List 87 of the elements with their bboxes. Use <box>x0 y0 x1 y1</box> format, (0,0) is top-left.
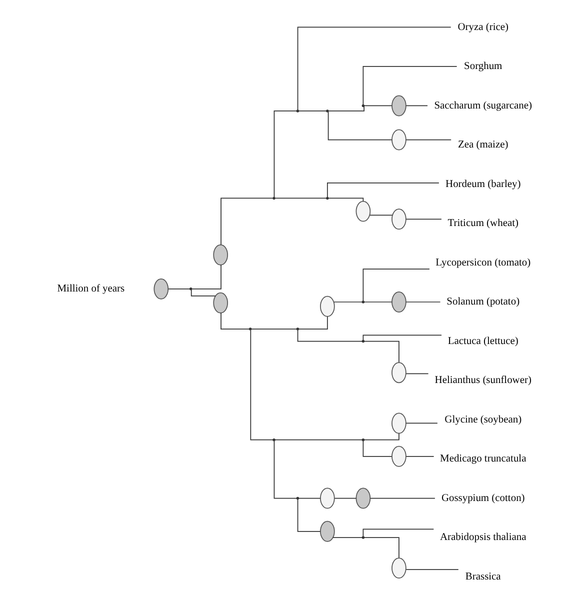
connector <box>334 498 356 499</box>
node-point <box>361 104 364 108</box>
node-text: Brassica <box>464 571 500 582</box>
connector <box>296 330 362 342</box>
node-text: Lactuca (lettuce) <box>447 336 518 347</box>
connector <box>220 312 249 330</box>
connector <box>363 105 392 106</box>
node-oval <box>391 446 406 467</box>
connector <box>362 440 392 457</box>
connector <box>298 316 328 330</box>
connector <box>363 537 399 558</box>
node-point <box>361 438 364 442</box>
node-point <box>326 110 328 112</box>
node-point <box>188 288 192 290</box>
connector <box>405 139 451 140</box>
node-point <box>361 340 364 343</box>
connector <box>405 218 442 220</box>
connector <box>250 330 273 440</box>
node-oval <box>355 488 370 509</box>
node-text: Helianthus (sunflower) <box>434 375 531 386</box>
node-point <box>272 196 275 200</box>
node-text: Lycopersicon (tomato) <box>435 257 530 268</box>
node-point <box>326 196 328 200</box>
connector <box>296 498 320 532</box>
node-point <box>296 496 299 500</box>
connector <box>363 340 399 363</box>
node-oval <box>391 292 406 312</box>
node-text: Hordeum (barley) <box>445 178 520 190</box>
node-text: Medicago truncatula <box>440 454 526 465</box>
node-text: Saccharum (sugarcane) <box>434 100 532 112</box>
connector <box>368 214 392 216</box>
node-point <box>272 438 275 442</box>
connector <box>298 498 320 499</box>
connector <box>362 334 442 341</box>
connector <box>363 433 399 440</box>
node-oval <box>320 520 334 542</box>
node-oval <box>391 558 406 578</box>
connector <box>273 440 297 499</box>
connector <box>362 268 430 302</box>
node-oval <box>212 292 228 314</box>
connector <box>327 111 392 140</box>
connector <box>220 198 273 246</box>
connector <box>405 422 438 424</box>
node-oval <box>355 200 370 222</box>
connector <box>328 106 364 112</box>
node-oval <box>391 129 406 150</box>
connector <box>298 110 326 112</box>
node-point <box>361 300 364 304</box>
connector <box>274 198 326 199</box>
node-text: Glycine (soybean) <box>444 414 522 426</box>
node-point <box>361 536 364 539</box>
connector <box>362 528 434 537</box>
node-text: Arabidopsis thaliana <box>440 532 526 544</box>
node-text: Oryza (rice) <box>457 22 508 33</box>
connector <box>296 26 451 110</box>
node-point <box>248 328 252 330</box>
node-text: Zea (maize) <box>458 140 508 151</box>
node-oval <box>320 296 334 317</box>
connector <box>332 537 362 538</box>
connector <box>273 110 297 198</box>
connector <box>328 198 364 202</box>
connector <box>250 328 297 330</box>
node-oval <box>391 208 406 230</box>
node-text: Solanum (potato) <box>446 296 520 308</box>
node-oval <box>212 244 228 266</box>
connector <box>362 66 457 106</box>
node-point <box>296 328 299 330</box>
node-point <box>296 110 299 112</box>
node-oval <box>391 362 406 384</box>
connector <box>167 288 190 290</box>
connector <box>191 264 221 290</box>
node-oval <box>391 412 406 434</box>
connector <box>190 290 216 296</box>
connector <box>326 182 439 198</box>
connector <box>369 498 435 499</box>
node-oval <box>153 278 168 300</box>
connector <box>405 569 458 570</box>
node-text: Triticum (wheat) <box>447 218 518 230</box>
node-oval <box>391 95 406 116</box>
node-text: Sorghum <box>464 61 502 72</box>
label: Million of years <box>56 284 124 295</box>
connector <box>405 456 434 457</box>
node-oval <box>320 488 334 509</box>
node-text: Gossypium (cotton) <box>440 492 524 504</box>
connector <box>274 439 362 440</box>
connector <box>405 373 428 374</box>
connector <box>405 105 428 106</box>
